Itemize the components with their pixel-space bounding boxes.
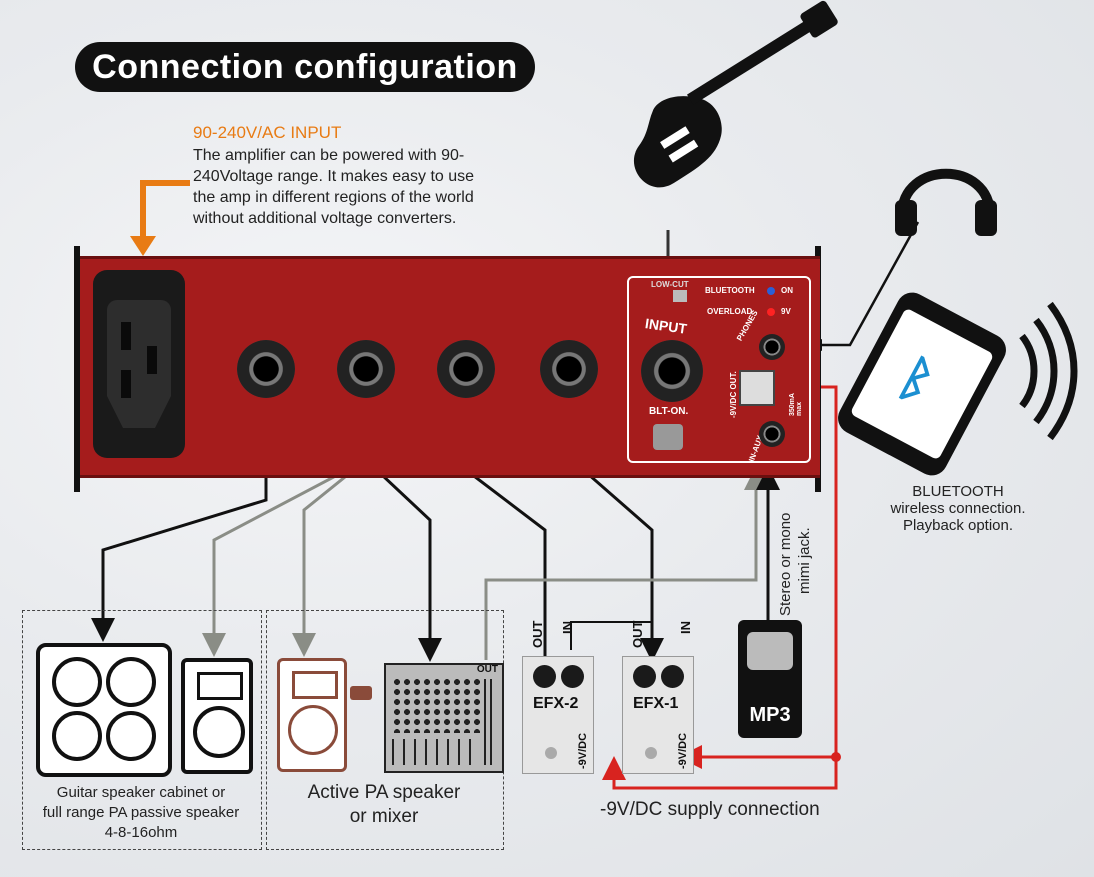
aux-input-jack[interactable] (759, 421, 785, 447)
mixer-master (484, 679, 496, 765)
dc-out-jack[interactable] (739, 370, 775, 406)
pedal-dc-label: -9V/DC (677, 732, 689, 769)
wire-dc-supply-2 (602, 756, 838, 790)
dc-supply-caption: -9V/DC supply connection (600, 799, 820, 820)
power-desc-line: 240Voltage range. It makes easy to use (193, 168, 475, 185)
efx-2-pedal: EFX-2 -9V/DC (522, 656, 594, 774)
pedal-knob (661, 665, 684, 688)
bluetooth-switch[interactable] (653, 424, 683, 450)
caption-line: Active PA speaker (307, 782, 461, 803)
pedal-led (545, 747, 557, 759)
power-arrow-head (130, 236, 156, 256)
bluetooth-on-label: ON (781, 286, 793, 295)
ac-pin (121, 322, 131, 350)
caption-line: BLUETOOTH (912, 483, 1004, 500)
phones-jack[interactable] (759, 334, 785, 360)
mp3-player-icon: MP3 (738, 620, 802, 738)
caption-line: full range PA passive speaker (42, 804, 240, 821)
caption-line: Guitar speaker cabinet or (56, 784, 226, 801)
efx-1-pedal: EFX-1 -9V/DC (622, 656, 694, 774)
blt-on-label: BLT-ON. (649, 406, 689, 417)
pedal-knob (533, 665, 556, 688)
wire-mixer-aux (484, 466, 768, 660)
power-input-heading: 90-240V/AC INPUT (193, 123, 342, 142)
caption-line: Playback option. (902, 517, 1014, 534)
caption-line: 4-8-16ohm (104, 824, 178, 841)
wire-efx-chain (570, 621, 653, 650)
bluetooth-caption: BLUETOOTH wireless connection. Playback … (878, 483, 1038, 534)
pedal-name: EFX-1 (633, 695, 679, 712)
caption-line: or mixer (349, 806, 419, 827)
wire-out2-mixer (364, 458, 442, 662)
pedal-led (645, 747, 657, 759)
power-input-description: The amplifier can be powered with 90- 24… (193, 145, 533, 229)
mini-jack-caption: Stereo or mono mimi jack. (776, 456, 814, 616)
mixer-knobs (392, 677, 480, 733)
fx-return-jack[interactable] (437, 340, 495, 398)
active-speaker-icon (277, 658, 347, 772)
power-plug-icon (350, 686, 372, 700)
speaker-output-jack-2[interactable] (337, 340, 395, 398)
bluetooth-label: BLUETOOTH (705, 286, 755, 295)
dc-max-label: 350mA max (789, 393, 803, 416)
panel-rail-left (74, 246, 80, 492)
pedal-knob (633, 665, 656, 688)
ac-pin (147, 346, 157, 374)
wire-phones-headphones (822, 221, 920, 347)
low-cut-label: LOW-CUT (651, 280, 689, 289)
fx-send-jack[interactable] (540, 340, 598, 398)
wireless-signal-icon (1019, 301, 1078, 441)
headphones-icon (895, 168, 997, 236)
overload-voltage-label: 9V (781, 307, 791, 316)
caption-line: Stereo or mono (777, 512, 794, 616)
power-desc-line: the amp in different regions of the worl… (193, 189, 474, 206)
speaker-group-caption: Guitar speaker cabinet or full range PA … (22, 783, 260, 843)
efx-1-out-label: OUT (630, 620, 645, 648)
pedal-dc-label: -9V/DC (577, 732, 589, 769)
efx-1-in-label: IN (678, 621, 693, 634)
input-section: LOW-CUT BLUETOOTH ON OVERLOAD 9V INPUT B… (627, 276, 811, 463)
mixer-out-label: OUT (476, 664, 498, 675)
passive-speaker-group (22, 610, 262, 850)
caption-line: wireless connection. (890, 500, 1026, 517)
ac-socket-inner (107, 300, 171, 428)
overload-led (767, 308, 775, 316)
speaker-output-jack-1[interactable] (237, 340, 295, 398)
power-desc-line: The amplifier can be powered with 90- (193, 147, 465, 164)
guitar-icon (633, 0, 838, 188)
mixer-faders (392, 739, 480, 765)
guitar-cabinet-icon (36, 643, 172, 777)
mixer-icon: OUT (384, 663, 504, 773)
ac-power-socket[interactable] (93, 270, 185, 458)
guitar-input-jack[interactable] (641, 340, 703, 402)
power-desc-line: without additional voltage converters. (193, 210, 457, 227)
pa-group-caption: Active PA speaker or mixer (266, 781, 502, 829)
efx-2-out-label: OUT (530, 620, 545, 648)
dc-out-label: -9V/DC OUT. (729, 371, 738, 418)
overload-label: OVERLOAD (707, 307, 753, 316)
passive-speaker-icon (181, 658, 253, 774)
pedal-name: EFX-2 (533, 695, 579, 712)
ac-pin (121, 370, 131, 398)
power-arrow (140, 180, 190, 248)
input-label: INPUT (644, 315, 688, 337)
mp3-screen (747, 632, 793, 670)
bluetooth-icon: ᛒ (888, 348, 944, 414)
caption-line: mimi jack. (796, 527, 813, 594)
bluetooth-led (767, 287, 775, 295)
low-cut-switch[interactable] (673, 290, 687, 302)
pedal-knob (561, 665, 584, 688)
efx-2-in-label: IN (560, 621, 575, 634)
mp3-label: MP3 (749, 704, 791, 726)
page-title: Connection configuration (75, 42, 535, 92)
